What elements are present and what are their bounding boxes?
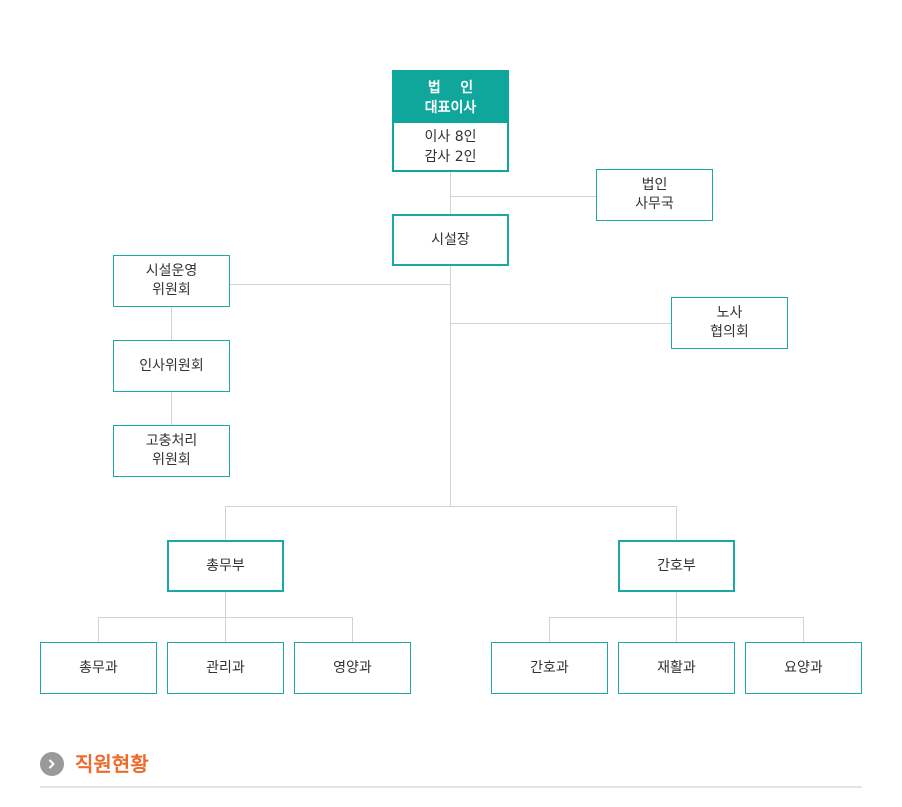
- connector-line: [225, 506, 226, 541]
- nutrition-team-node: 영양과: [294, 642, 411, 694]
- connector-line: [450, 265, 451, 506]
- node-label: 협의회: [710, 324, 749, 340]
- node-label: 총무과: [79, 659, 118, 676]
- connector-line: [229, 284, 450, 285]
- connector-line: [450, 323, 672, 324]
- node-label: 고충처리: [145, 433, 198, 449]
- board-title: 법 인: [427, 79, 474, 96]
- care-team-node: 요양과: [745, 642, 862, 694]
- connector-line: [450, 196, 597, 197]
- node-label: 시설운영: [145, 263, 198, 279]
- director-node: 시설장: [392, 214, 509, 266]
- node-label: 간호과: [530, 659, 569, 676]
- board-header: 법 인 대표이사: [394, 72, 507, 123]
- node-label: 인사위원회: [139, 357, 204, 374]
- connector-line: [803, 617, 804, 643]
- node-label: 노사: [716, 305, 743, 321]
- labor-council-node: 노사 협의회: [671, 297, 788, 349]
- node-label: 법인: [641, 177, 668, 193]
- node-label: 요양과: [784, 659, 823, 676]
- board-auditors: 감사 2인: [424, 148, 477, 165]
- nursing-dept-node: 간호부: [618, 540, 735, 592]
- connector-line: [450, 171, 451, 215]
- board-details: 이사 8인 감사 2인: [394, 123, 507, 170]
- node-label: 시설장: [431, 231, 470, 248]
- board-subtitle: 대표이사: [424, 99, 477, 116]
- node-label: 총무부: [206, 557, 245, 574]
- node-label: 위원회: [152, 452, 191, 468]
- connector-line: [549, 617, 804, 618]
- connector-line: [676, 506, 677, 541]
- node-label: 재활과: [657, 659, 696, 676]
- node-label: 위원회: [152, 282, 191, 298]
- general-affairs-team-node: 총무과: [40, 642, 157, 694]
- rehab-team-node: 재활과: [618, 642, 735, 694]
- connector-line: [171, 306, 172, 341]
- node-label: 간호부: [657, 557, 696, 574]
- grievance-committee-node: 고충처리 위원회: [113, 425, 230, 477]
- connector-line: [352, 617, 353, 643]
- connector-line: [549, 617, 550, 643]
- staff-status-heading: 직원현황: [40, 750, 862, 788]
- board-directors: 이사 8인: [424, 128, 477, 145]
- general-affairs-dept-node: 총무부: [167, 540, 284, 592]
- operations-committee-node: 시설운영 위원회: [113, 255, 230, 307]
- nursing-team-node: 간호과: [491, 642, 608, 694]
- node-label: 사무국: [635, 196, 674, 212]
- corporate-office-node: 법인 사무국: [596, 169, 713, 221]
- chevron-right-icon: [40, 752, 64, 776]
- section-title: 직원현황: [75, 752, 149, 776]
- node-label: 영양과: [333, 659, 372, 676]
- connector-line: [98, 617, 353, 618]
- node-label: 관리과: [206, 659, 245, 676]
- connector-line: [225, 506, 677, 507]
- board-node: 법 인 대표이사 이사 8인 감사 2인: [392, 70, 509, 172]
- management-team-node: 관리과: [167, 642, 284, 694]
- connector-line: [171, 391, 172, 426]
- personnel-committee-node: 인사위원회: [113, 340, 230, 392]
- connector-line: [98, 617, 99, 643]
